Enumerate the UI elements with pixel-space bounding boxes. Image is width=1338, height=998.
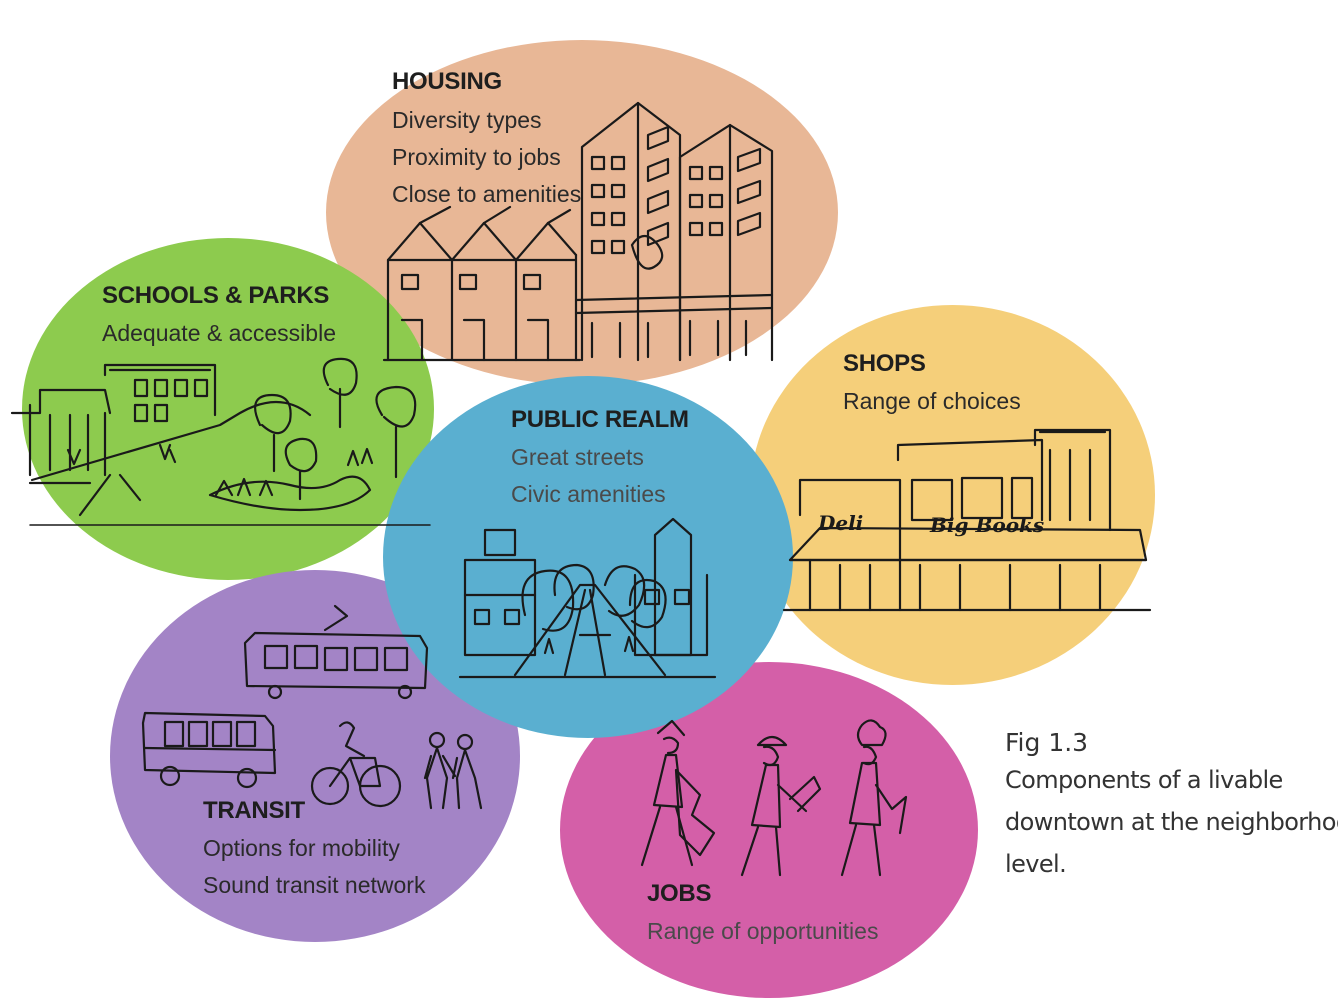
transit-line-1: Options for mobility	[203, 835, 400, 861]
figure-number: Fig 1.3	[1005, 728, 1089, 757]
shops-title: SHOPS	[843, 350, 926, 377]
big-books-sign: Big Books	[929, 513, 1044, 537]
streetcar-bus-bike-icon	[141, 604, 483, 810]
public-realm-title: PUBLIC REALM	[511, 406, 689, 433]
housing-line-3: Close to amenities	[392, 181, 582, 207]
caption-line-3: level.	[1005, 850, 1067, 878]
workers-icon	[640, 719, 908, 877]
deli-sign: Deli	[817, 511, 863, 535]
transit-line-2: Sound transit network	[203, 872, 426, 898]
jobs-title: JOBS	[647, 880, 712, 907]
housing-line-1: Diversity types	[392, 107, 542, 133]
tree-lined-street-icon	[458, 517, 717, 679]
caption-line-2: downtown at the neighborhood	[1005, 808, 1338, 836]
schools-parks-title: SCHOOLS & PARKS	[102, 282, 330, 309]
public-realm-line-2: Civic amenities	[511, 481, 666, 507]
apartment-buildings-icon	[382, 101, 774, 362]
housing-title: HOUSING	[392, 68, 502, 95]
storefront-icon: Deli Big Books	[782, 428, 1152, 612]
shops-line-1: Range of choices	[843, 388, 1021, 414]
schools-parks-line-1: Adequate & accessible	[102, 320, 336, 346]
public-realm-line-1: Great streets	[511, 444, 644, 470]
school-and-park-icon	[10, 357, 431, 526]
schools-parks-bubble	[22, 238, 434, 580]
housing-line-2: Proximity to jobs	[392, 144, 561, 170]
caption-line-1: Components of a livable	[1005, 766, 1283, 794]
transit-title: TRANSIT	[203, 797, 305, 824]
jobs-line-1: Range of opportunities	[647, 918, 879, 944]
